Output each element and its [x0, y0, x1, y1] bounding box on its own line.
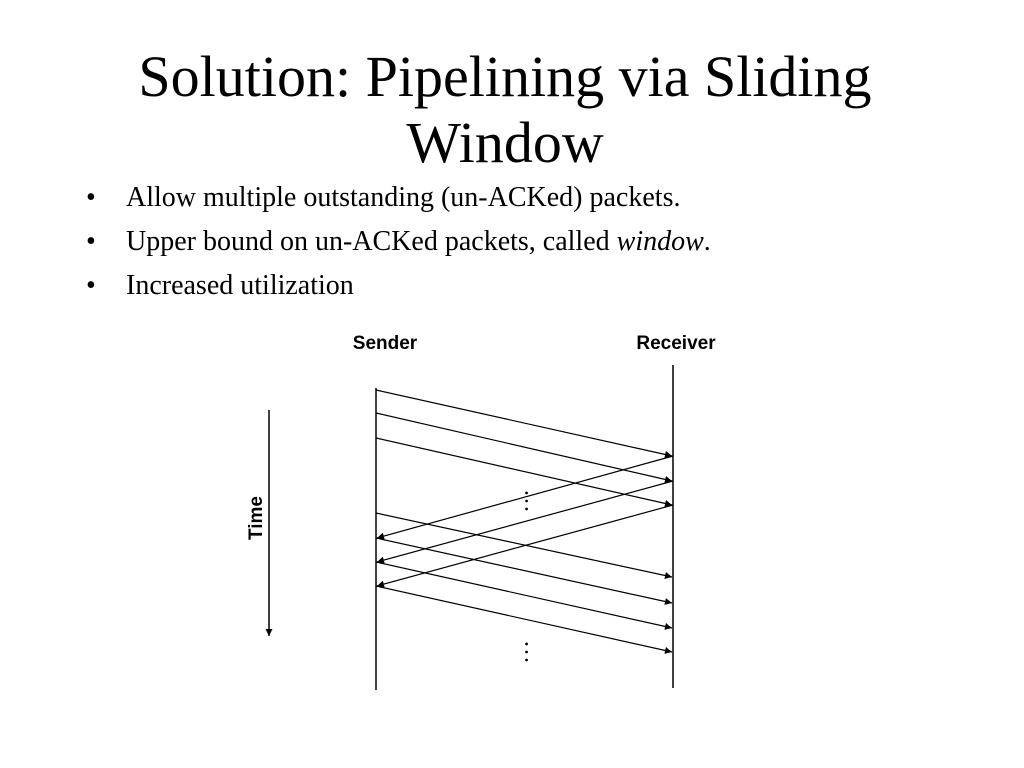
ellipsis-upper: … — [508, 489, 534, 513]
bullet-text-3: Increased utilization — [126, 270, 354, 301]
slide-title: Solution: Pipelining via Sliding Window — [0, 44, 1010, 176]
bullet-dot-icon: • — [86, 226, 96, 257]
slide-title-line-1: Solution: Pipelining via Sliding — [138, 44, 872, 109]
bullet-text-2-suffix: . — [703, 226, 711, 257]
data-packet-arrow — [375, 512, 673, 579]
slide-title-line-2: Window — [406, 110, 604, 175]
bullet-text-2-emphasis: window — [616, 226, 704, 257]
data-packet-arrow — [375, 537, 673, 605]
receiver-label: Receiver — [636, 333, 716, 354]
bullet-dot-icon: • — [86, 270, 96, 301]
sender-label: Sender — [353, 333, 418, 354]
data-packet-arrow — [375, 389, 673, 458]
data-packet-arrow — [375, 561, 673, 630]
bullet-item-1: • Allow multiple outstanding (un-ACKed) … — [86, 178, 711, 222]
data-packet-arrow — [375, 437, 673, 507]
bullet-item-3: • Increased utilization — [86, 266, 711, 310]
ellipsis-lower: … — [508, 640, 534, 664]
bullet-item-2: • Upper bound on un-ACKed packets, calle… — [86, 222, 711, 266]
bullet-dot-icon: • — [86, 182, 96, 213]
time-axis-label: Time — [246, 496, 267, 540]
bullet-text-2: Upper bound on un-ACKed packets, called — [126, 226, 617, 257]
data-packet-arrow — [375, 585, 673, 654]
bullet-text-1: Allow multiple outstanding (un-ACKed) pa… — [126, 182, 681, 213]
bullet-list: • Allow multiple outstanding (un-ACKed) … — [86, 178, 711, 310]
